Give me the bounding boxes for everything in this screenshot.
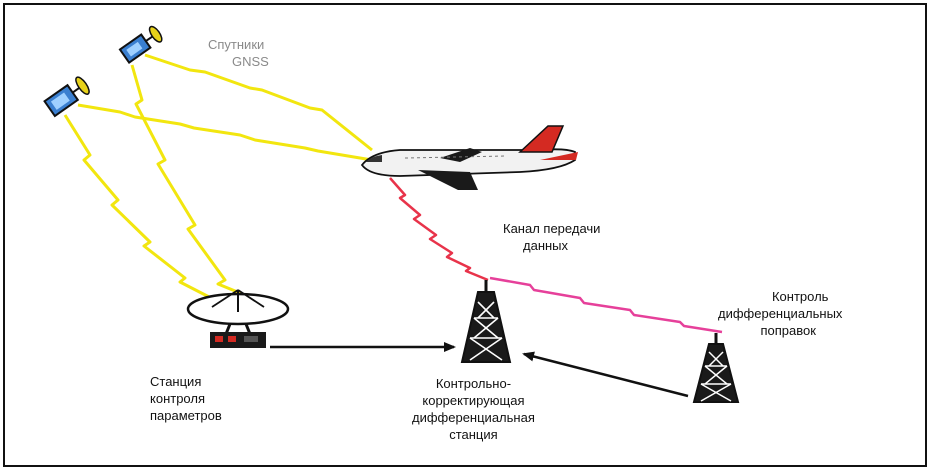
satellites-label-line-2: GNSS (232, 54, 269, 69)
diagram-frame (3, 3, 927, 467)
ccds-label: Контрольно- корректирующая дифференциаль… (412, 375, 535, 443)
ccds-label-line-2: корректирующая (422, 393, 525, 408)
satellite-2-icon (43, 76, 90, 118)
diff-control-label-line-2: дифференциальных (718, 306, 843, 321)
ccds-tower-icon (460, 280, 512, 363)
control-tower-icon (692, 333, 740, 403)
satellites-label-line-1: Спутники (208, 37, 265, 52)
ccds-label-line-3: дифференциальная (412, 410, 535, 425)
beam-sat2-aircraft (77, 103, 373, 162)
satellites-label: Спутники GNSS (208, 36, 269, 70)
aircraft-icon (360, 125, 578, 190)
arrow-control-to-ccds (522, 351, 689, 398)
data-link-aircraft-ccds (389, 177, 489, 282)
monitor-station-label: Станция контроля параметров (150, 373, 222, 424)
satellite-beams (63, 53, 373, 304)
monitoring-station-icon (186, 289, 290, 348)
ccds-label-line-4: станция (449, 427, 498, 442)
data-channel-label: Канал передачи данных (503, 220, 600, 254)
diff-link-control-ccds (489, 276, 723, 334)
diff-control-label-line-1: Контроль (771, 289, 829, 304)
beam-sat2-station (63, 114, 216, 302)
beam-sat1-station (130, 64, 263, 304)
ccds-label-line-1: Контрольно- (435, 376, 512, 391)
diff-control-label-line-3: поправок (760, 323, 816, 338)
data-channel-label-line-1: Канал передачи (503, 221, 601, 236)
diff-control-label: Контроль дифференциальных поправок (718, 288, 842, 339)
satellite-1-icon (118, 25, 163, 64)
monitor-station-label-line-2: контроля (150, 391, 205, 406)
data-channel-label-line-2: данных (523, 238, 569, 253)
beam-sat1-aircraft (144, 53, 373, 152)
monitor-station-label-line-1: Станция (150, 374, 202, 389)
monitor-station-label-line-3: параметров (150, 408, 222, 423)
